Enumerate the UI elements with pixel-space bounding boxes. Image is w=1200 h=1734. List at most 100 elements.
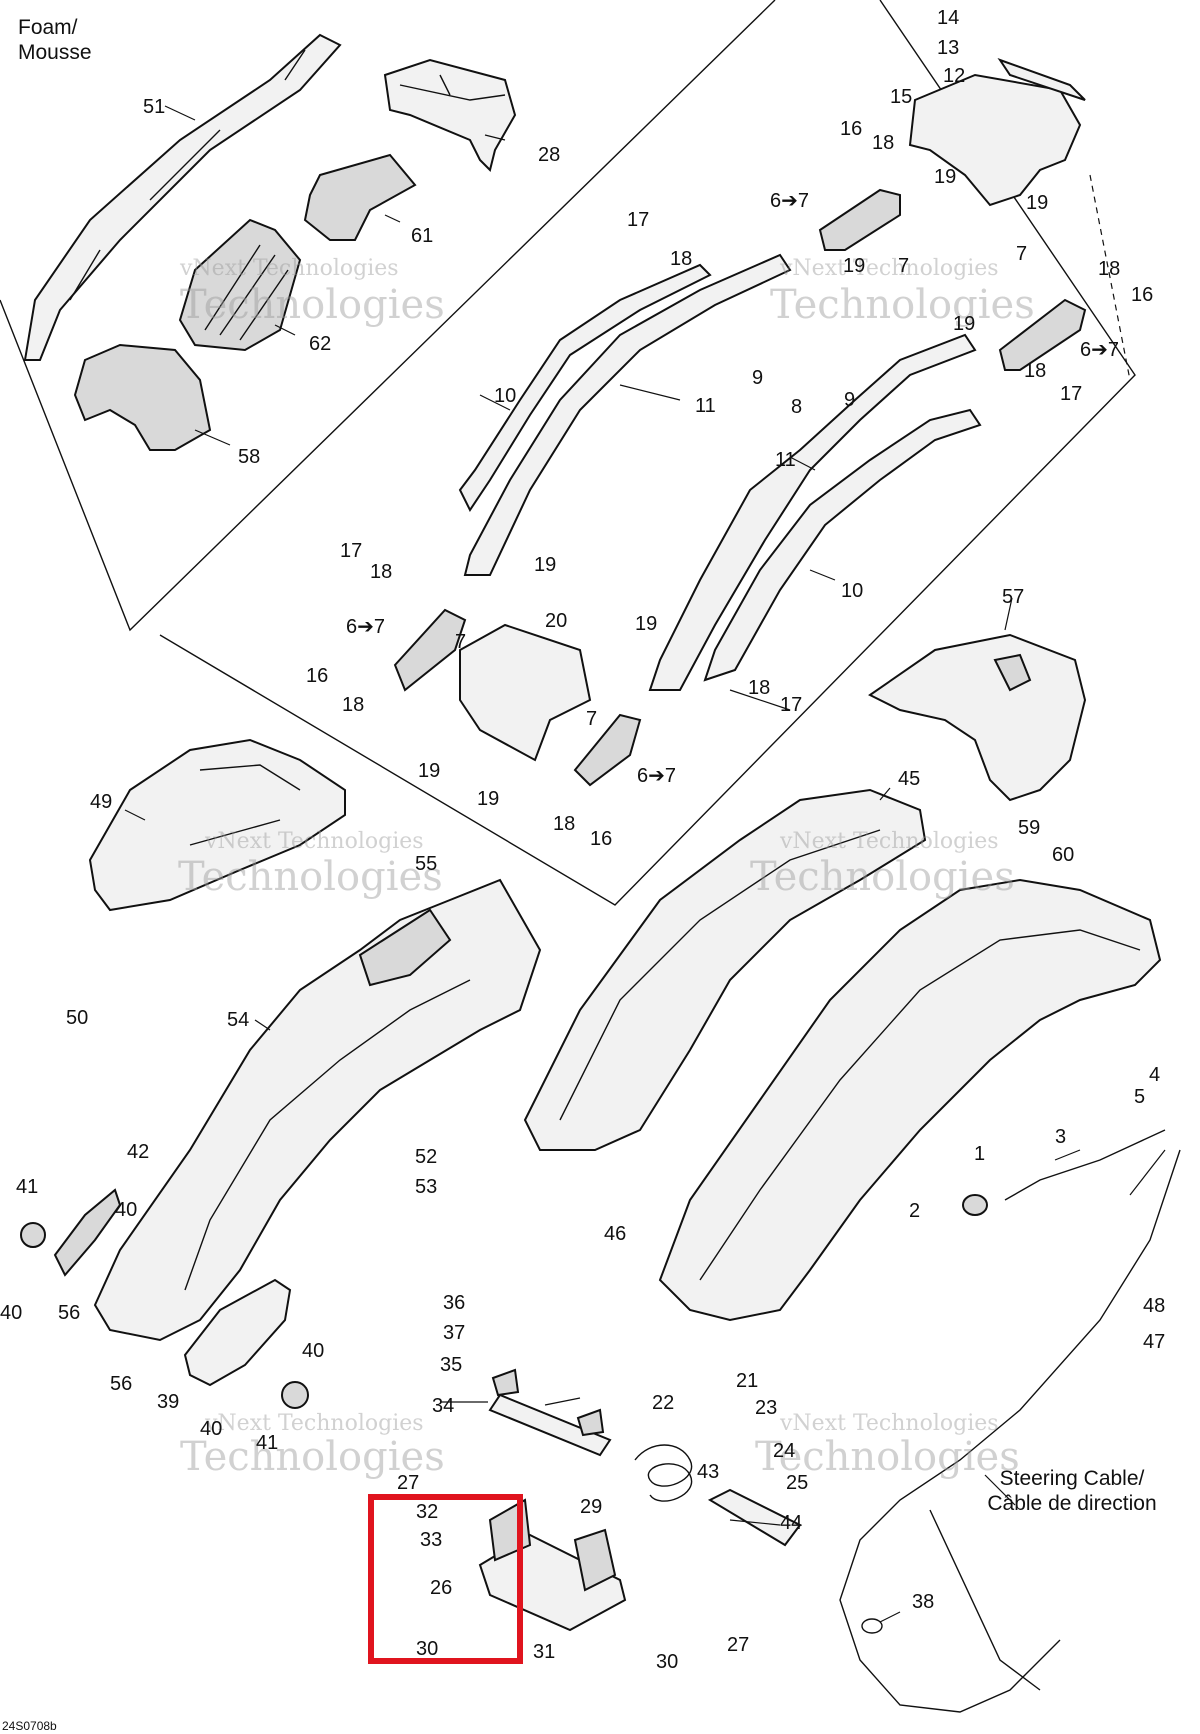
- callout-35: 6➔7: [346, 616, 385, 638]
- callout-47: 18: [748, 677, 770, 699]
- callout-13: 6➔7: [770, 190, 809, 212]
- steering-label-fr: Câble de direction: [987, 1492, 1156, 1515]
- cover-20: [459, 623, 592, 762]
- callout-50: 59: [1018, 817, 1040, 839]
- highlight-box: [368, 1494, 523, 1664]
- callout-85: 25: [786, 1472, 808, 1494]
- watermark-6a: vNext Technologies: [779, 1411, 999, 1436]
- callout-36: 7: [455, 631, 466, 653]
- callout-38: 18: [342, 694, 364, 716]
- oring-38: [861, 1618, 883, 1634]
- callout-46: 19: [635, 613, 657, 635]
- diagram-code: 24S0708b: [2, 1719, 57, 1733]
- spring-43: [634, 1444, 693, 1502]
- watermark-4b: Technologies: [750, 854, 1015, 900]
- callout-6: 13: [937, 37, 959, 59]
- callout-74: 2: [909, 1200, 920, 1222]
- callout-22: 19: [953, 313, 975, 335]
- callout-68: 40: [200, 1418, 222, 1440]
- callout-37: 16: [306, 665, 328, 687]
- callout-95: 30: [656, 1651, 678, 1673]
- callout-31: 10: [841, 580, 863, 602]
- callout-73: 1: [974, 1143, 985, 1165]
- callout-83: 23: [755, 1397, 777, 1419]
- watermark-1b: Technologies: [180, 282, 445, 328]
- callout-97: 38: [912, 1591, 934, 1613]
- callout-59: 46: [604, 1223, 626, 1245]
- cover-57: [868, 633, 1087, 802]
- callout-56: 52: [415, 1146, 437, 1168]
- callout-23: 9: [752, 367, 763, 389]
- callout-3: 62: [309, 333, 331, 355]
- callout-14: 7: [1016, 243, 1027, 265]
- callout-90: 32: [416, 1501, 438, 1523]
- callout-93: 30: [416, 1638, 438, 1660]
- callout-71: 5: [1134, 1086, 1145, 1108]
- foam-block-28: [383, 58, 517, 172]
- callout-70: 4: [1149, 1064, 1160, 1086]
- callout-16: 18: [670, 248, 692, 270]
- callout-1: 28: [538, 144, 560, 166]
- callout-20: 16: [1131, 284, 1153, 306]
- callout-82: 21: [736, 1370, 758, 1392]
- callout-75: 48: [1143, 1295, 1165, 1317]
- callout-87: 29: [580, 1496, 602, 1518]
- watermark-1a: vNext Technologies: [179, 256, 399, 281]
- watermarks: vNext Technologies Technologies vNext Te…: [178, 256, 1035, 1480]
- watermark-2b: Technologies: [770, 282, 1035, 328]
- bracket-15: [908, 58, 1086, 207]
- callout-77: 36: [443, 1292, 465, 1314]
- callout-61: 41: [16, 1176, 38, 1198]
- watermark-6b: Technologies: [755, 1434, 1020, 1480]
- foam-pad-51: [23, 33, 342, 361]
- cover-49: [88, 738, 346, 912]
- watermark-3b: Technologies: [178, 854, 443, 900]
- rail-11-lower: [648, 333, 977, 691]
- tube-44: [707, 1488, 802, 1547]
- callout-32: 17: [340, 540, 362, 562]
- callout-15: 17: [627, 209, 649, 231]
- rail-11-upper: [463, 253, 792, 576]
- callout-79: 35: [440, 1354, 462, 1376]
- callout-58: 45: [898, 768, 920, 790]
- callout-62: 40: [115, 1199, 137, 1221]
- watermark-2a: vNext Technologies: [779, 256, 999, 281]
- foam-block-61: [303, 153, 417, 241]
- foam-pad-62: [178, 218, 302, 352]
- callout-52: 49: [90, 791, 112, 813]
- callout-53: 55: [415, 853, 437, 875]
- callout-45: 16: [590, 828, 612, 850]
- callout-49: 57: [1002, 586, 1024, 608]
- callout-40: 19: [418, 760, 440, 782]
- bracket-6-left: [393, 608, 467, 692]
- callout-numbers: 51 28 61 62 58 14 13 12 15 16 18 19 19 6…: [0, 7, 1165, 1673]
- steering-cable: [839, 1149, 1181, 1713]
- callout-96: 27: [727, 1634, 749, 1656]
- callout-55: 54: [227, 1009, 249, 1031]
- callout-17: 19: [843, 255, 865, 277]
- callout-19: 18: [1098, 258, 1120, 280]
- arm-42: [20, 1188, 122, 1277]
- callout-81: 22: [652, 1392, 674, 1414]
- callout-42: 7: [586, 708, 597, 730]
- callout-72: 3: [1055, 1126, 1066, 1148]
- callout-33: 18: [370, 561, 392, 583]
- callout-0: 51: [143, 96, 165, 118]
- callout-66: 39: [157, 1391, 179, 1413]
- callout-51: 60: [1052, 844, 1074, 866]
- callout-88: 43: [697, 1461, 719, 1483]
- callout-41: 19: [477, 788, 499, 810]
- callout-12: 19: [1026, 192, 1048, 214]
- rail-10-upper: [458, 263, 712, 512]
- callout-94: 31: [533, 1641, 555, 1663]
- callout-69: 41: [256, 1432, 278, 1454]
- watermark-5b: Technologies: [180, 1434, 445, 1480]
- callout-63: 40: [0, 1302, 22, 1324]
- callout-67: 40: [302, 1340, 324, 1362]
- callout-10: 18: [872, 132, 894, 154]
- callout-21: 6➔7: [1080, 339, 1119, 361]
- callout-4: 58: [238, 446, 260, 468]
- callout-84: 24: [773, 1440, 795, 1462]
- rail-10-lower: [703, 408, 982, 682]
